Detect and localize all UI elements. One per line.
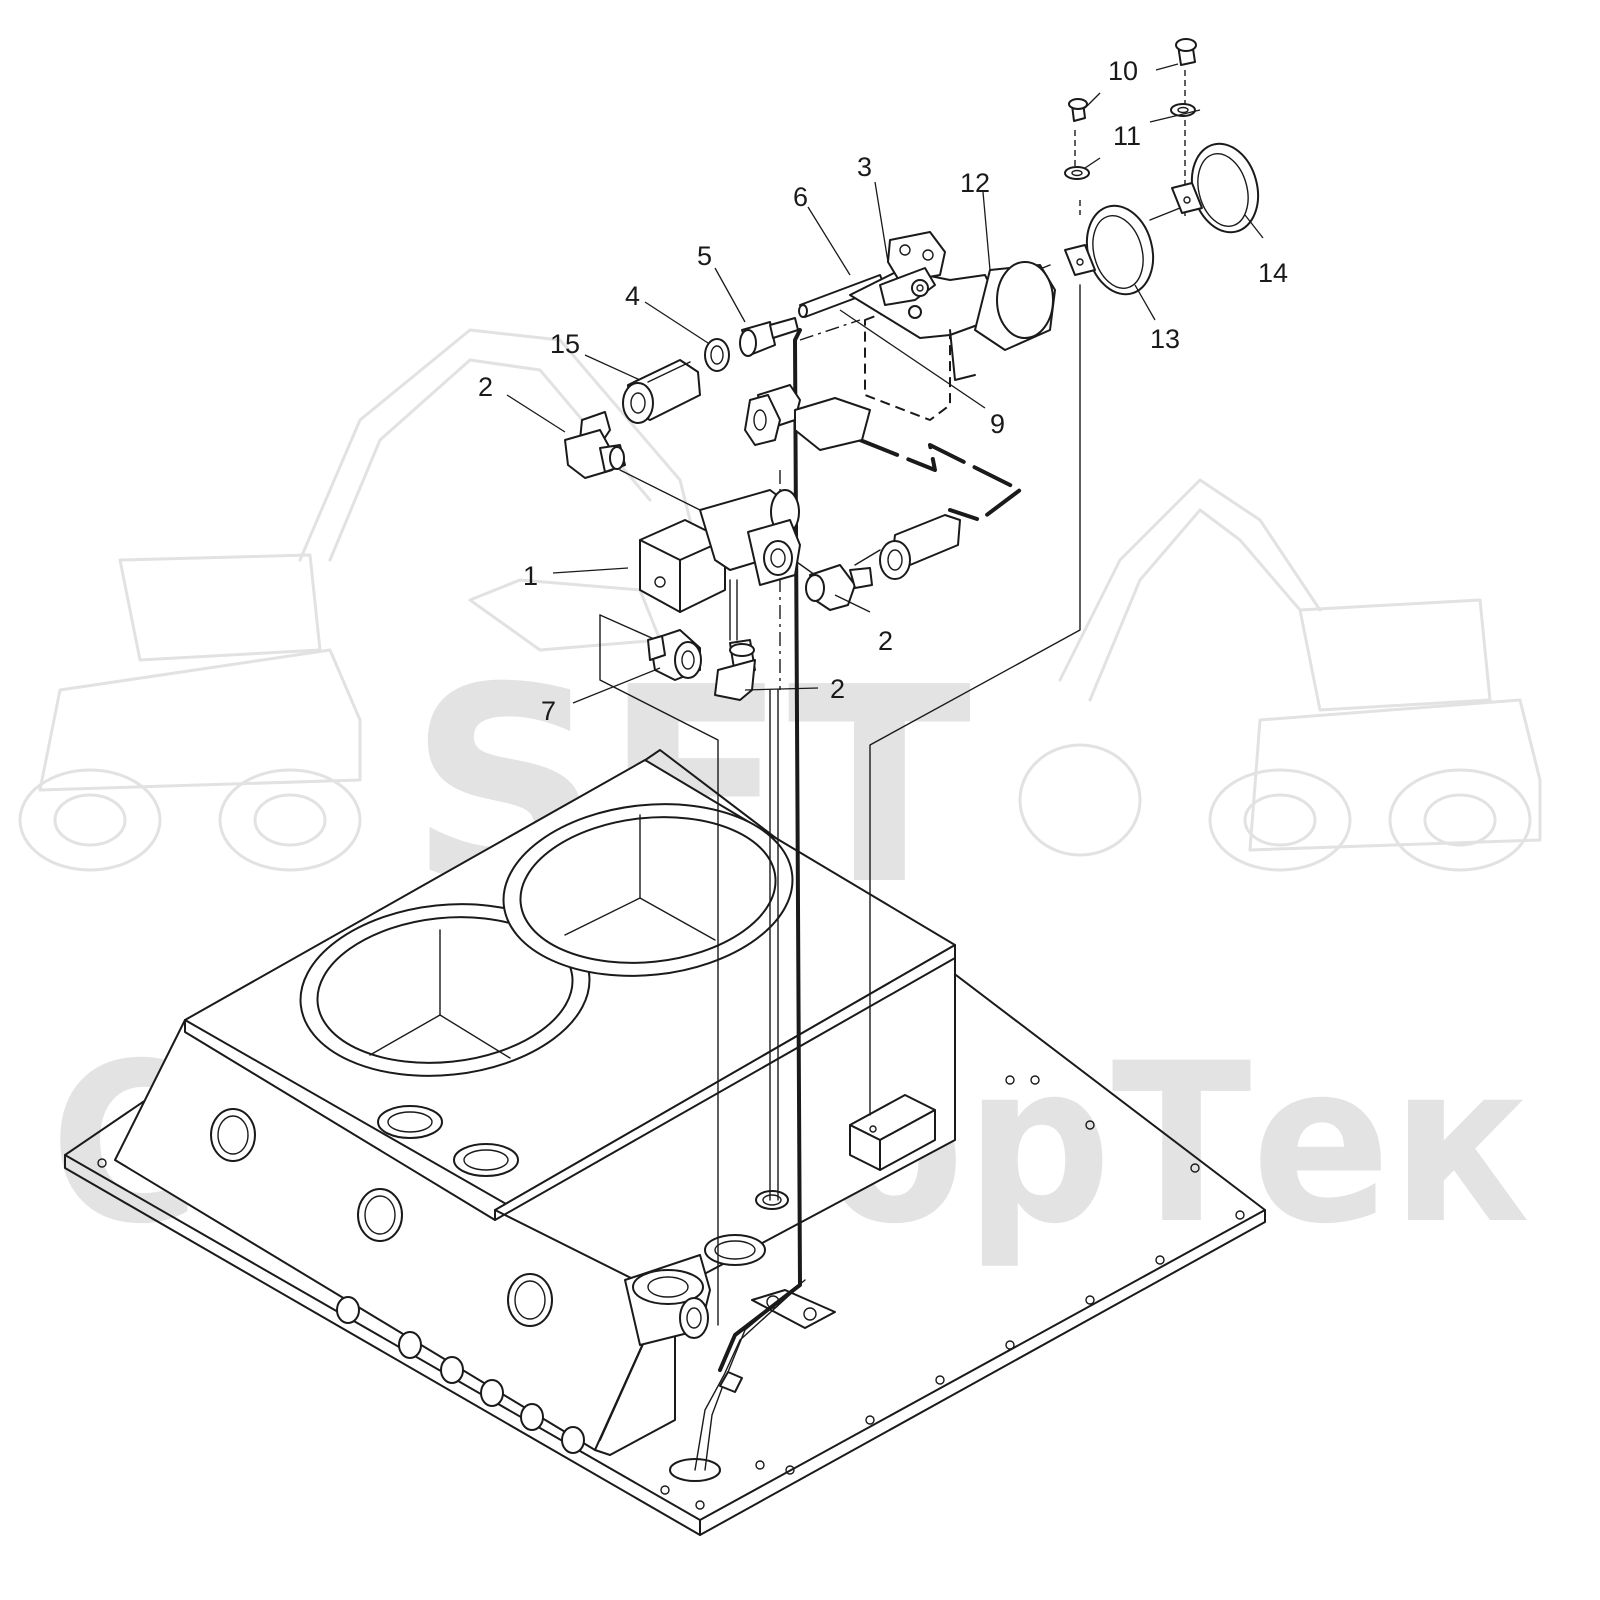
part-4-seal-ring (704, 338, 730, 372)
part-9-hose (744, 384, 961, 580)
part-2-elbow-right (805, 564, 873, 611)
callout-11: 11 (1113, 121, 1141, 151)
part-14-clamp-ring (1171, 142, 1260, 234)
leader-lines (506, 63, 1264, 704)
callout-15: 15 (550, 329, 580, 359)
hose-clamp-plate (751, 1289, 836, 1329)
hydraulic-tank (114, 759, 956, 1482)
part-11-washers (1064, 103, 1196, 180)
callout-labels: 1 2 2 2 3 4 5 6 7 9 10 11 12 13 14 15 (478, 56, 1288, 726)
part-13-clamp-ring (1064, 204, 1155, 296)
tank-fitting-boss (624, 1254, 711, 1346)
callout-14: 14 (1258, 258, 1288, 288)
callout-3: 3 (857, 152, 872, 182)
part-10-bolts (1068, 38, 1197, 122)
callout-10: 10 (1108, 56, 1138, 86)
callout-2-upper: 2 (478, 372, 493, 402)
part-2-elbow-upper (564, 411, 626, 479)
callout-5: 5 (697, 241, 712, 271)
callout-2-right: 2 (878, 626, 893, 656)
callout-2-lower: 2 (830, 674, 845, 704)
plate-holes (97, 1075, 1245, 1510)
part-5-adapter (739, 317, 799, 357)
callout-12: 12 (960, 168, 990, 198)
part-3-banjo-fitting (879, 267, 936, 319)
part-15-coupling (622, 359, 701, 424)
callout-7: 7 (541, 696, 556, 726)
assembly-lines (599, 70, 1201, 1471)
callout-13: 13 (1150, 324, 1180, 354)
callout-6: 6 (793, 182, 808, 212)
sensor-mount-block (849, 1094, 936, 1171)
callout-4: 4 (625, 281, 640, 311)
callout-1: 1 (523, 561, 538, 591)
callout-9: 9 (990, 409, 1005, 439)
part-12-pump-unit (849, 231, 1056, 421)
watermark-machine-left (18, 328, 702, 872)
watermark-machine-right (1018, 478, 1542, 872)
part-1-valve-block (639, 489, 801, 613)
tank-ports (210, 1105, 789, 1454)
